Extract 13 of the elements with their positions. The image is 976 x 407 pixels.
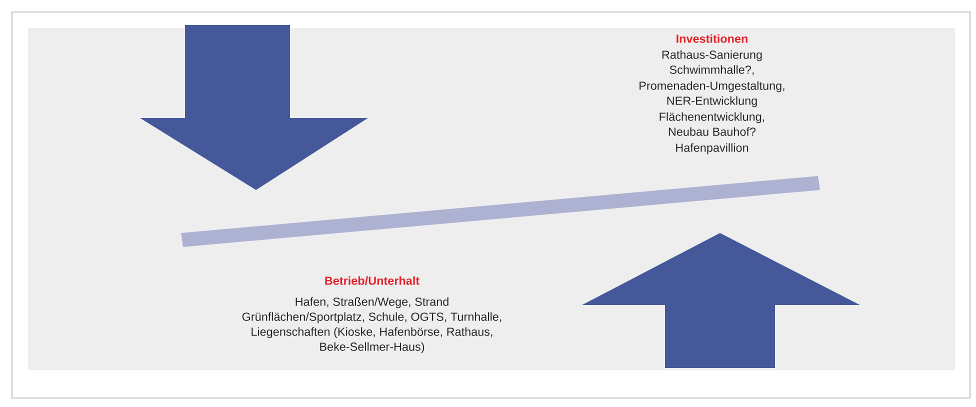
list-text: Promenaden-Umgestaltung,	[640, 81, 784, 92]
list-text: Rathaus-Sanierung	[662, 50, 762, 62]
section-heading: Betrieb/Unterhalt	[325, 276, 420, 285]
list-text: Liegenschaften (Kioske, Hafenbörse, Rathaus,	[252, 327, 492, 338]
list-text: Hafen, Straßen/Wege, Strand	[296, 297, 448, 308]
list-text: Flächenentwicklung,	[660, 112, 764, 124]
list-text: Beke-Sellmer-Haus)	[320, 342, 424, 354]
list-text: NER-Entwicklung	[667, 96, 757, 108]
section-heading: Investitionen	[676, 34, 748, 43]
list-text: Neubau Bauhof?	[668, 127, 756, 136]
list-text: Schwimmhalle?,	[670, 65, 754, 76]
list-text: Grünflächen/Sportplatz, Schule, OGTS, Turnhalle,	[242, 312, 502, 324]
list-text: Hafenpavillion	[676, 143, 748, 154]
